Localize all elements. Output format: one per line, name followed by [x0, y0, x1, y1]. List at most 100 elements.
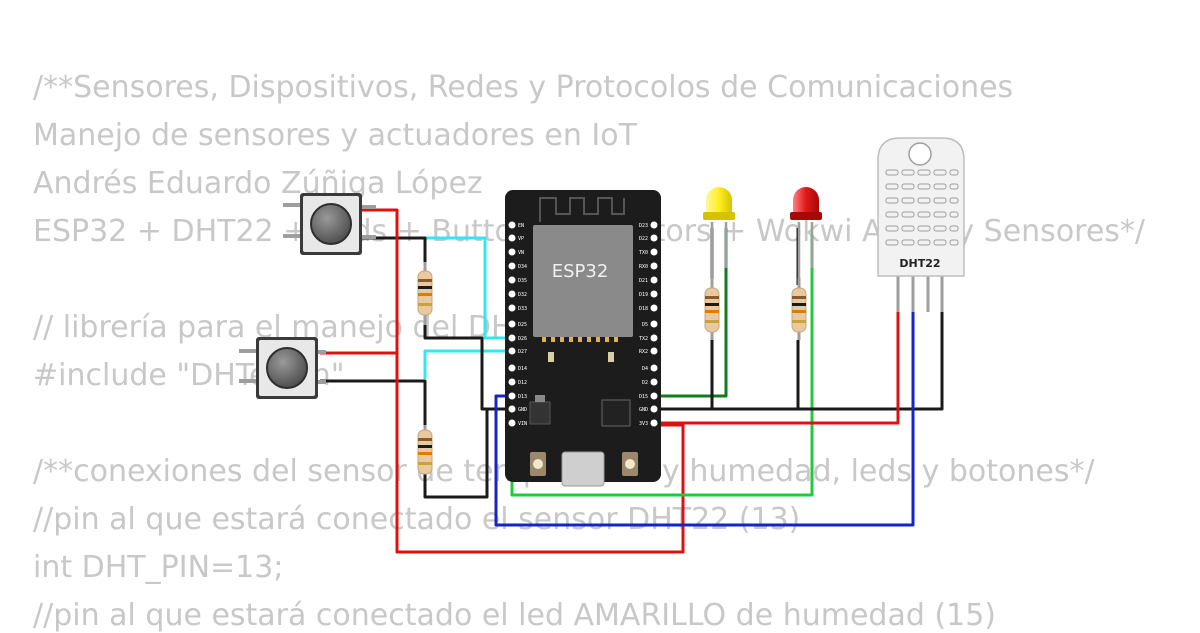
pin-vin	[508, 419, 516, 427]
pin-label: D13	[518, 394, 527, 400]
wire-cyan-button2	[423, 349, 512, 379]
pin-d4	[650, 364, 658, 372]
pin-d18	[650, 304, 658, 312]
resistor-2[interactable]	[417, 425, 433, 475]
pin-en	[508, 221, 516, 229]
pushbutton-1[interactable]	[283, 193, 376, 255]
pin-3v3	[650, 419, 658, 427]
pin-label: D33	[518, 306, 527, 312]
dht22-sensor[interactable]: DHT22	[877, 137, 965, 312]
wire-red-dht-vcc	[654, 310, 900, 425]
code-line: Andrés Eduardo Zúñiga López	[33, 166, 483, 201]
pin-tx2	[650, 334, 658, 342]
pin-vp	[508, 234, 516, 242]
pin-label: TX2	[639, 336, 648, 342]
esp32-left-pin-labels: EN VP VN D34 D35 D32 D33 D25 D26 D27 D14…	[518, 223, 527, 427]
pin-label: VN	[518, 250, 524, 256]
pin-label: D12	[518, 380, 527, 386]
pin-d33	[508, 304, 516, 312]
dht22-grille	[885, 169, 959, 246]
wire-black-gnd-right	[654, 310, 944, 411]
wire-cyan-button1	[362, 236, 512, 340]
esp32-label: ESP32	[552, 261, 609, 282]
pin-d12	[508, 378, 516, 386]
resistor-1[interactable]	[417, 262, 433, 325]
pin-gnd-left	[508, 405, 516, 413]
esp32-right-pins	[650, 221, 658, 427]
pin-label: D23	[639, 223, 648, 229]
boot-button[interactable]	[622, 452, 638, 476]
pin-d5	[650, 320, 658, 328]
code-line: //pin al que estará conectado el led AMA…	[33, 598, 996, 633]
pin-tx0	[650, 248, 658, 256]
resistor-4[interactable]	[791, 278, 807, 340]
pin-d13	[508, 392, 516, 400]
pin-label: D15	[639, 394, 648, 400]
code-line: Manejo de sensores y actuadores en IoT	[33, 118, 637, 153]
pin-label: D26	[518, 336, 527, 342]
pin-label: D21	[639, 278, 648, 284]
esp32-board[interactable]: ESP32	[505, 190, 661, 487]
module-pads	[542, 337, 618, 342]
wire-black-button1	[362, 236, 427, 262]
esp32-left-pins	[508, 221, 516, 427]
pin-rx2	[650, 347, 658, 355]
code-line: /**Sensores, Dispositivos, Redes y Proto…	[33, 70, 1014, 105]
en-button[interactable]	[530, 452, 546, 476]
pin-label: GND	[639, 407, 648, 413]
pin-d21	[650, 276, 658, 284]
pushbutton-2[interactable]	[239, 337, 326, 399]
code-line: //pin al que estará conectado el sensor …	[33, 502, 801, 537]
pin-label: D2	[642, 380, 648, 386]
pin-d2	[650, 378, 658, 386]
usb-port	[561, 451, 605, 487]
led-yellow[interactable]	[703, 187, 735, 280]
pin-label: VP	[518, 236, 524, 242]
esp32-module	[533, 225, 633, 337]
pin-d35	[508, 276, 516, 284]
wire-black-button2	[320, 379, 427, 425]
pin-label: D27	[518, 349, 527, 355]
pin-label: D18	[639, 306, 648, 312]
pin-label: D19	[639, 292, 648, 298]
pin-label: EN	[518, 223, 524, 229]
pin-d26	[508, 334, 516, 342]
wire-red-3v3	[362, 208, 685, 554]
wire-dark-green-led-yellow	[654, 228, 728, 398]
pin-label: D5	[642, 322, 648, 328]
pin-label: D25	[518, 322, 527, 328]
pin-label: D14	[518, 366, 527, 372]
pin-d32	[508, 290, 516, 298]
pin-d19	[650, 290, 658, 298]
pin-label: D4	[642, 366, 648, 372]
pin-vn	[508, 248, 516, 256]
pin-rx0	[650, 262, 658, 270]
pin-d27	[508, 347, 516, 355]
pin-label: RX2	[639, 349, 648, 355]
pin-label: RX0	[639, 264, 648, 270]
usb-uart-chip	[601, 399, 631, 427]
pin-d14	[508, 364, 516, 372]
led-red[interactable]	[790, 187, 822, 280]
wire-black-resistor1-gnd	[423, 325, 512, 411]
pin-label: D34	[518, 264, 527, 270]
pin-label: VIN	[518, 421, 527, 427]
pin-label: D22	[639, 236, 648, 242]
dht22-label: DHT22	[899, 257, 940, 270]
pin-d15	[650, 392, 658, 400]
resistor-3[interactable]	[704, 278, 720, 340]
pin-label: TX0	[639, 250, 648, 256]
pin-label: GND	[518, 407, 527, 413]
wire-blue-dht-data	[494, 310, 915, 527]
pin-label: D35	[518, 278, 527, 284]
code-line: int DHT_PIN=13;	[33, 550, 284, 585]
pin-gnd-right	[650, 405, 658, 413]
pin-label: 3V3	[639, 421, 648, 427]
pin-d34	[508, 262, 516, 270]
voltage-regulator	[529, 401, 551, 425]
esp32-right-pin-labels: D23 D22 TX0 RX0 D21 D19 D18 D5 TX2 RX2 D…	[639, 223, 648, 427]
pin-d22	[650, 234, 658, 242]
wire-black-resistor2-gnd	[423, 409, 489, 499]
pin-label: D32	[518, 292, 527, 298]
